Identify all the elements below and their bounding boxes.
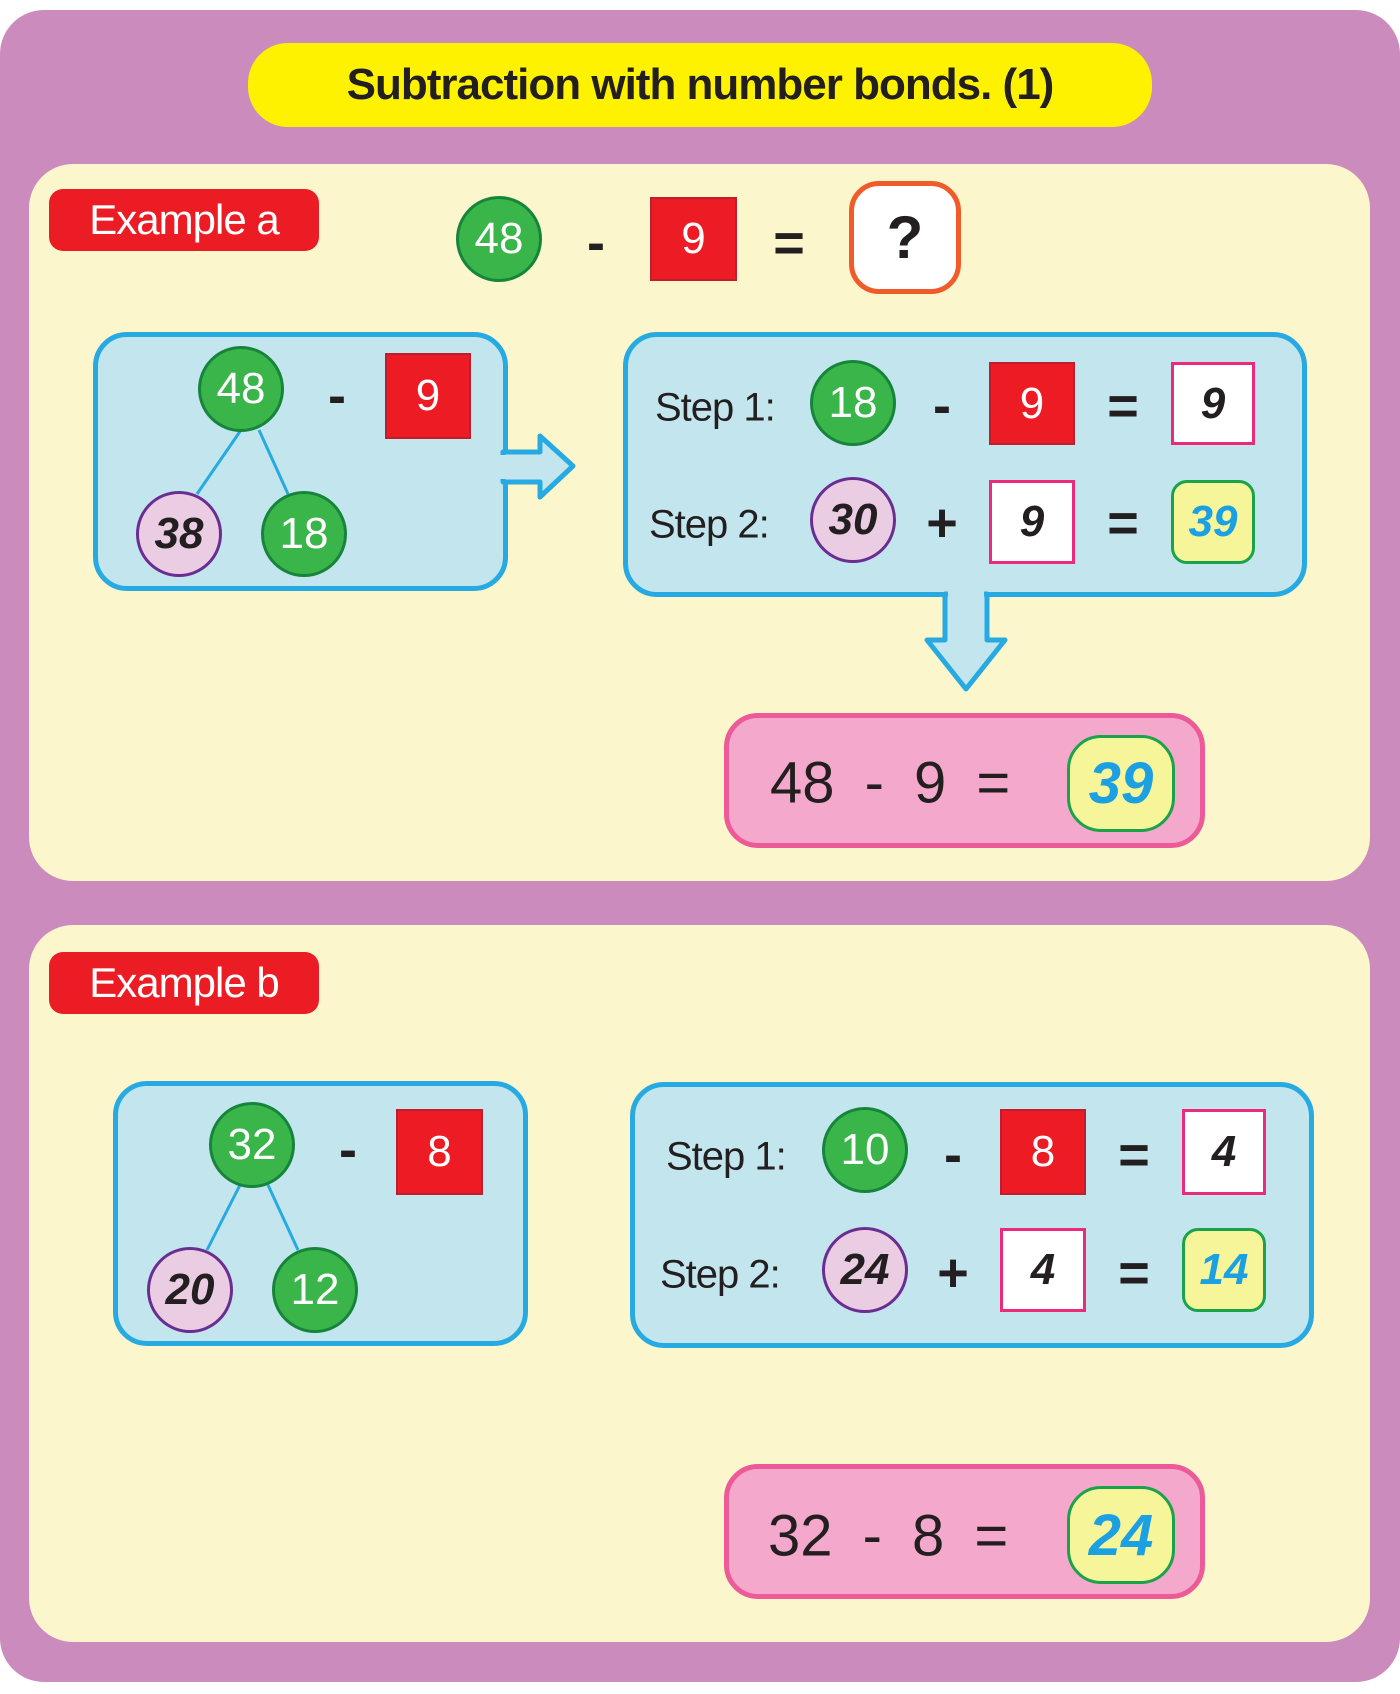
- step1-result-box: 9: [1171, 362, 1255, 445]
- example-a-label: Example a: [49, 189, 319, 251]
- equals-sign: =: [773, 213, 805, 273]
- step1-op: -: [944, 1125, 962, 1185]
- bond-part-left-circle: 38: [136, 491, 222, 577]
- step1-label: Step 1:: [655, 385, 776, 430]
- step2-eq: =: [1118, 1243, 1150, 1303]
- bond-subtrahend-square: 9: [385, 353, 471, 439]
- step2-b-box: 9: [989, 480, 1075, 564]
- step1-b-square: 8: [1000, 1109, 1086, 1195]
- step1-eq: =: [1107, 376, 1139, 436]
- bond-line-right-a: [257, 429, 290, 495]
- step2-result-box: 39: [1171, 480, 1255, 564]
- step2-a-circle: 30: [810, 477, 896, 563]
- step2-a-circle: 24: [822, 1227, 908, 1313]
- bond-whole-circle: 32: [209, 1102, 295, 1188]
- bond-line-left-a: [195, 429, 243, 495]
- step2-eq: =: [1107, 493, 1139, 553]
- bond-part-right-circle: 12: [272, 1247, 358, 1333]
- minus-sign: -: [339, 1120, 357, 1180]
- step1-result-box: 4: [1182, 1109, 1266, 1195]
- step1-eq: =: [1118, 1125, 1150, 1185]
- unknown-answer-box: ?: [849, 181, 961, 294]
- minus-sign: -: [587, 213, 605, 273]
- step2-op: +: [926, 493, 958, 553]
- step2-label: Step 2:: [660, 1252, 781, 1297]
- bond-subtrahend-square: 8: [396, 1109, 483, 1195]
- minuend-circle: 48: [456, 196, 542, 282]
- step2-b-box: 4: [1000, 1228, 1086, 1312]
- step2-op: +: [937, 1243, 969, 1303]
- answer-expression-b: 32 - 8 =: [768, 1503, 1009, 1569]
- minus-sign: -: [328, 366, 346, 426]
- answer-result-a: 39: [1067, 735, 1175, 832]
- answer-result-b: 24: [1067, 1486, 1175, 1584]
- bond-part-left-circle: 20: [147, 1247, 233, 1333]
- bond-whole-circle: 48: [198, 346, 284, 432]
- arrow-down-icon: [924, 591, 1008, 692]
- step1-b-square: 9: [989, 362, 1075, 445]
- step1-a-circle: 10: [822, 1107, 908, 1193]
- step1-op: -: [933, 376, 951, 436]
- page-title: Subtraction with number bonds. (1): [248, 43, 1152, 127]
- example-b-label: Example b: [49, 952, 319, 1014]
- subtrahend-square: 9: [650, 197, 737, 281]
- bond-part-right-circle: 18: [261, 491, 347, 577]
- step1-a-circle: 18: [810, 360, 896, 446]
- step2-label: Step 2:: [649, 502, 770, 547]
- answer-expression-a: 48 - 9 =: [770, 750, 1011, 816]
- step2-result-box: 14: [1182, 1228, 1266, 1312]
- arrow-right-icon: [500, 433, 576, 500]
- step1-label: Step 1:: [666, 1134, 787, 1179]
